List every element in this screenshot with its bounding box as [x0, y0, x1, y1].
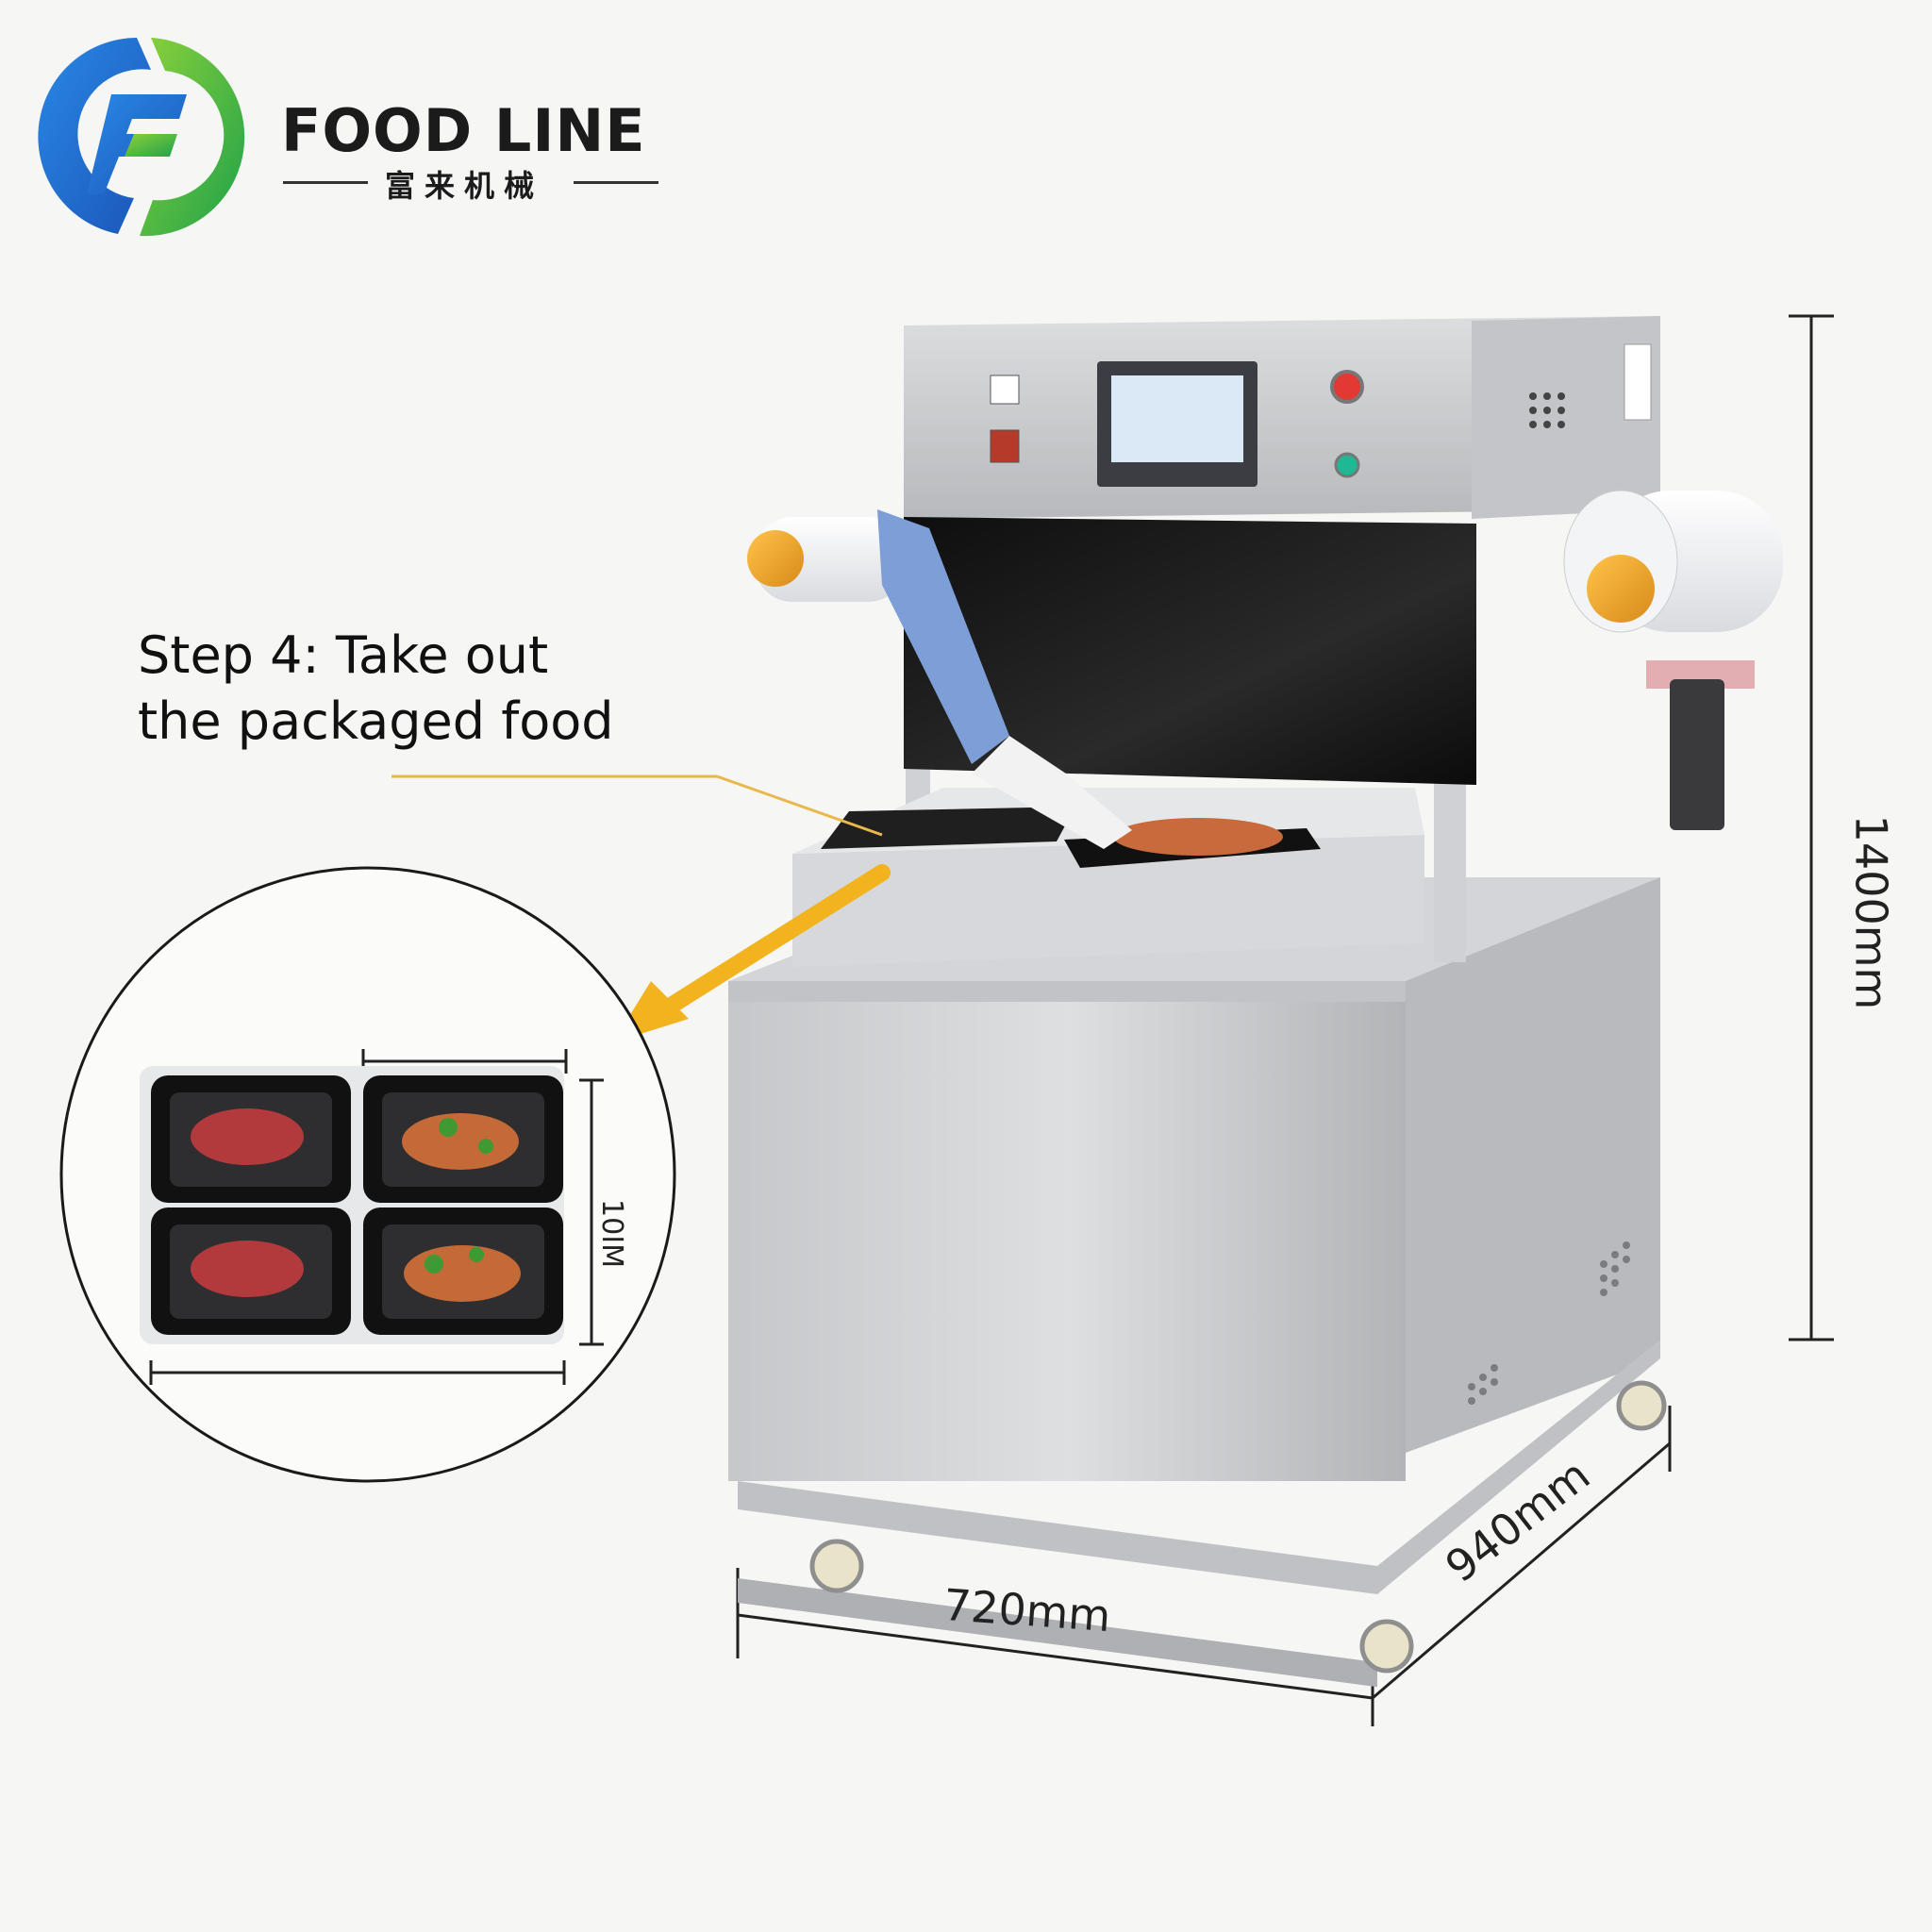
step-line-1: Step 4: Take out	[138, 625, 549, 685]
tray-icon	[151, 1075, 351, 1203]
tray-icon	[363, 1075, 563, 1203]
operator-arm	[877, 509, 1132, 849]
packaged-trays	[140, 1066, 564, 1344]
inset-dimension-label: 10IM	[594, 1199, 628, 1268]
height-dimension-label: 1400mm	[1845, 814, 1897, 1010]
tray-icon	[363, 1208, 563, 1335]
caster-wheels	[809, 1380, 1667, 1674]
cabinet-side	[1406, 877, 1660, 1453]
brand-divider-left	[283, 181, 368, 184]
machine-head	[904, 316, 1660, 519]
tray-carriage	[792, 835, 1424, 967]
start-button	[1334, 452, 1360, 478]
depth-dimension-line	[1372, 1406, 1672, 1700]
step-line-2: the packaged food	[138, 691, 614, 751]
stop-button	[1330, 370, 1364, 404]
brand-name: FOOD LINE	[281, 96, 646, 165]
film-roll-right	[1563, 490, 1783, 830]
height-dimension-line	[1789, 314, 1834, 1341]
vent-grille	[1468, 1241, 1630, 1405]
brand-subtitle: 富来机械	[385, 168, 544, 204]
arrow-icon	[657, 864, 891, 1018]
base-frame	[738, 1340, 1660, 1594]
film-roll-left	[747, 517, 906, 602]
cabinet-front	[728, 1000, 1406, 1481]
step-caption: Step 4: Take out the packaged food	[138, 623, 614, 755]
food-line-logo-icon	[38, 38, 245, 237]
sealing-chamber-window	[904, 517, 1476, 785]
tray-icon	[151, 1208, 351, 1335]
brand-divider-right	[574, 181, 658, 184]
